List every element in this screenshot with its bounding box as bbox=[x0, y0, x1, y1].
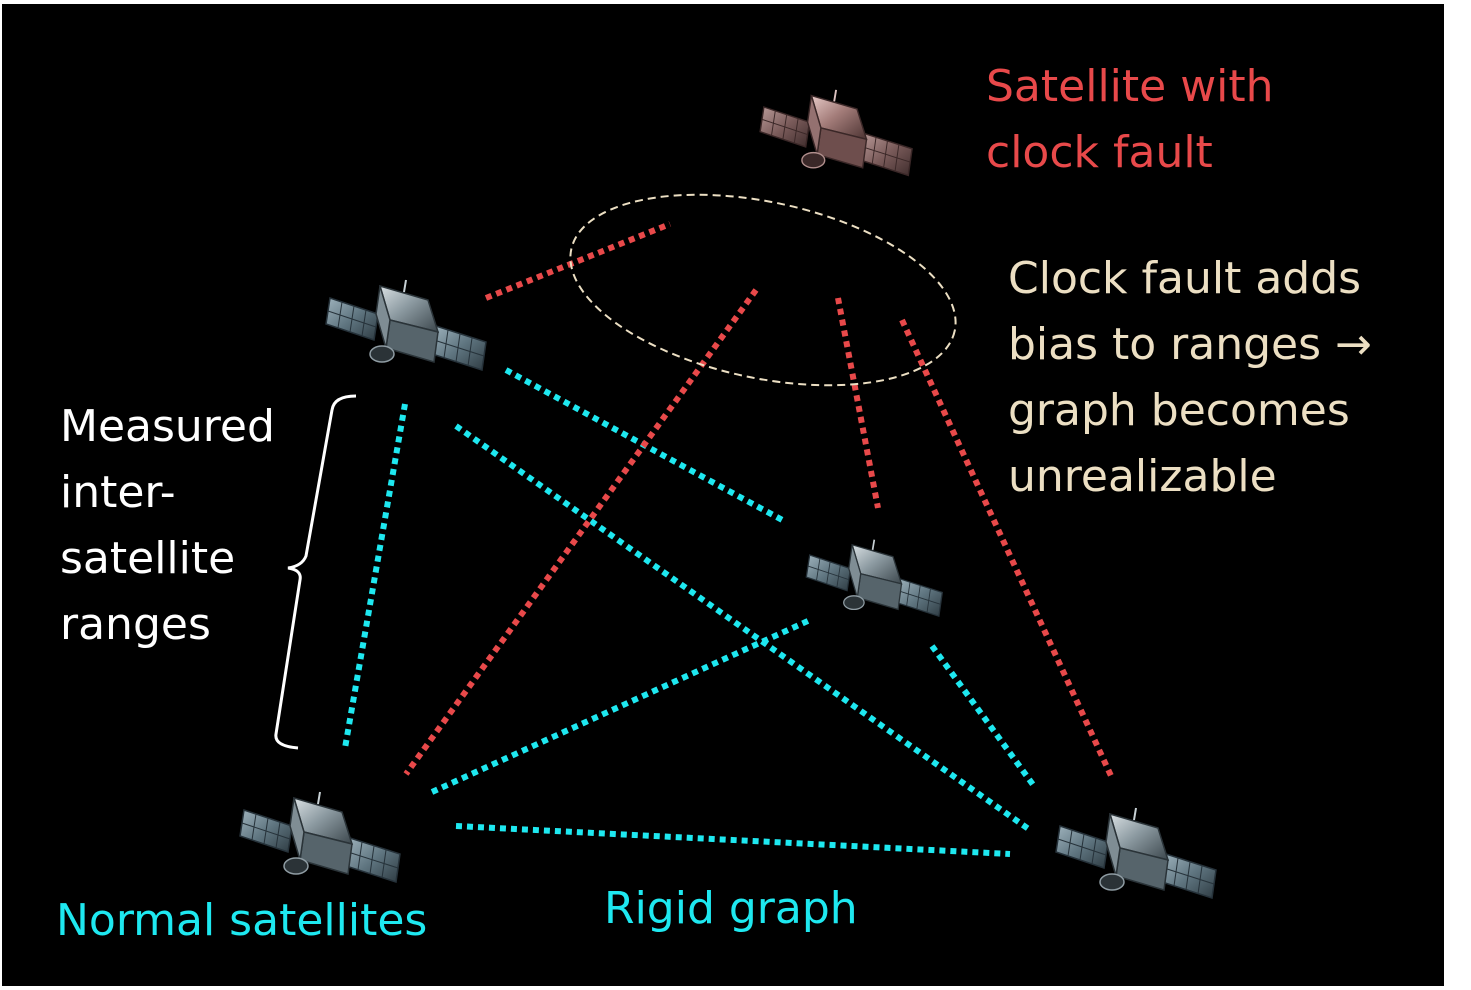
fault-effect-label: Clock fault adds bias to ranges → graph … bbox=[1008, 253, 1372, 502]
satellite-icon-bottom-right bbox=[1055, 807, 1217, 899]
normal-satellites-label: Normal satellites bbox=[56, 895, 428, 946]
biased-link-sat4 bbox=[899, 318, 1115, 780]
biased-link-sat5 bbox=[403, 288, 759, 776]
range-link-sat1-sat5 bbox=[342, 403, 408, 749]
faulty-satellite-icon bbox=[759, 88, 914, 177]
range-link-sat5-sat4 bbox=[455, 823, 1011, 857]
rigid-graph-label: Rigid graph bbox=[604, 883, 858, 934]
satellite-icon-top-left bbox=[325, 279, 487, 371]
range-link-sat5-sat3 bbox=[430, 617, 812, 795]
fault-satellite-label: Satellite with clock fault bbox=[986, 61, 1274, 178]
range-link-sat1-sat4 bbox=[454, 423, 1032, 833]
biased-link-sat3 bbox=[835, 297, 881, 509]
satellite-icon-bottom-left bbox=[239, 791, 401, 883]
measured-ranges-bracket bbox=[274, 394, 357, 750]
biased-link-sat1 bbox=[484, 221, 672, 301]
satellite-icon-middle bbox=[805, 538, 944, 618]
range-link-sat3-sat4 bbox=[929, 644, 1037, 788]
bias-region-ellipse bbox=[569, 193, 957, 387]
measured-ranges-label: Measured inter- satellite ranges bbox=[60, 401, 275, 650]
biased-range-links bbox=[403, 221, 1115, 780]
